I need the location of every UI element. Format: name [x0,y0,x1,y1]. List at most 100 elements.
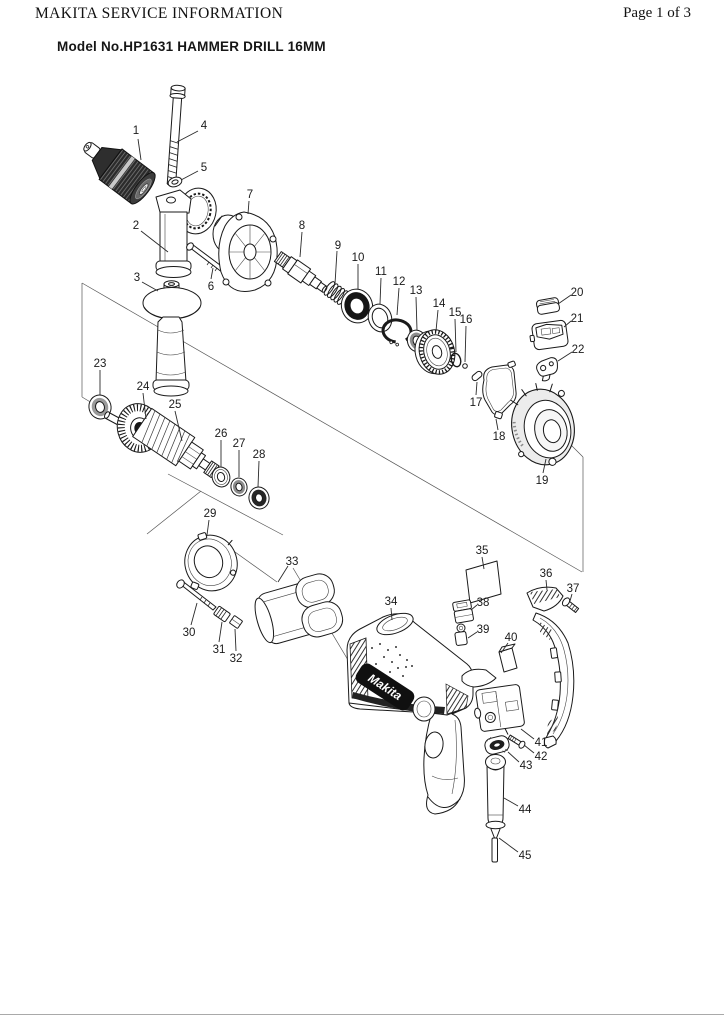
part-number-34: 34 [385,596,398,608]
leader-line-16 [464,325,467,363]
leader-line-29 [206,519,210,536]
part-36-handle-cover [526,586,575,749]
part-19-bearing-box [510,383,575,466]
part-15-ring [450,352,462,368]
part-number-25: 25 [169,399,182,411]
part-number-32: 32 [230,653,243,665]
construction-line [569,443,584,458]
part-43-strain-relief [484,735,510,755]
part-4-bolt [166,84,186,186]
part-number-33: 33 [286,556,299,568]
construction-line [146,490,202,535]
leader-line-11 [379,277,382,305]
leader-line-33 [277,565,289,583]
part-40-capacitor [498,643,518,673]
part-number-9: 9 [335,240,341,252]
part-16-steel-ball [462,363,468,369]
leader-line-22 [557,351,573,362]
leader-line-6 [210,267,214,280]
leader-line-24 [142,392,147,420]
leader-line-38 [470,604,478,611]
part-number-1: 1 [133,125,139,137]
leader-line-34 [390,607,393,621]
leader-line-28 [257,460,260,488]
part-number-10: 10 [352,252,365,264]
leader-line-39 [467,631,478,639]
part-14-gear [414,329,456,375]
part-29-insulation-ring [184,532,238,592]
model-number-line: Model No.HP1631 HAMMER DRILL 16MM [57,39,326,54]
part-7-gear-housing [212,211,278,292]
leader-line-37 [569,593,573,602]
part-42-screw [507,734,526,749]
leader-line-2 [140,230,169,253]
leader-line-13 [415,296,418,331]
part-32-nut [229,615,243,629]
part-number-14: 14 [433,298,446,310]
leader-line-32 [234,628,237,652]
part-number-3: 3 [134,272,140,284]
part-number-27: 27 [233,438,246,450]
construction-line [227,546,278,583]
part-31-terminal [213,605,231,623]
leader-line-14 [435,309,439,332]
leader-line-42 [523,744,535,754]
leader-line-43 [507,751,520,763]
leader-line-41 [520,728,535,740]
part-number-44: 44 [519,804,532,816]
part-number-21: 21 [571,313,584,325]
leader-line-17 [475,381,478,396]
part-number-42: 42 [535,751,548,763]
part-number-6: 6 [208,281,214,293]
part-number-22: 22 [572,344,585,356]
part-number-15: 15 [449,307,462,319]
leader-line-21 [563,320,572,328]
leader-line-15 [454,318,457,353]
leader-line-44 [503,797,519,807]
part-41-switch [461,668,525,735]
leader-line-31 [218,621,223,643]
part-number-40: 40 [505,632,518,644]
part-number-30: 30 [183,627,196,639]
leader-line-9 [334,250,338,285]
part-number-2: 2 [133,220,139,232]
part-17-pin [471,370,483,382]
leader-line-40 [500,642,509,654]
part-number-20: 20 [571,287,584,299]
part-9-spring [323,281,349,305]
part-number-19: 19 [536,475,549,487]
part-number-5: 5 [201,162,207,174]
leader-line-4 [176,130,199,143]
part-5-washer [167,176,183,188]
part-number-18: 18 [493,431,506,443]
part-number-43: 43 [520,760,533,772]
part-2-handle-base [155,187,217,278]
part-number-8: 8 [299,220,305,232]
part-number-31: 31 [213,644,226,656]
leader-line-5 [180,170,199,181]
part-39-carbon-brush [454,623,468,646]
part-number-12: 12 [393,276,406,288]
part-number-45: 45 [519,850,532,862]
part-number-26: 26 [215,428,228,440]
part-30-screw [176,579,217,611]
part-45-power-cord [490,828,501,863]
part-number-13: 13 [410,285,423,297]
part-38-brush-holder-cap [452,599,474,624]
part-34-motor-housing: Makita [346,612,474,815]
part-22-lever [536,357,558,382]
part-27-ring [230,477,248,497]
part-number-4: 4 [201,120,208,132]
construction-line [167,473,284,536]
leader-line-8 [299,231,303,258]
part-26-washer [211,466,231,488]
part-number-35: 35 [476,545,489,557]
leader-line-30 [190,602,198,626]
part-18-gasket [482,360,517,420]
part-number-28: 28 [253,449,266,461]
part-number-39: 39 [477,624,490,636]
part-10-ball-bearing [340,288,374,324]
part-20-button [536,297,560,315]
